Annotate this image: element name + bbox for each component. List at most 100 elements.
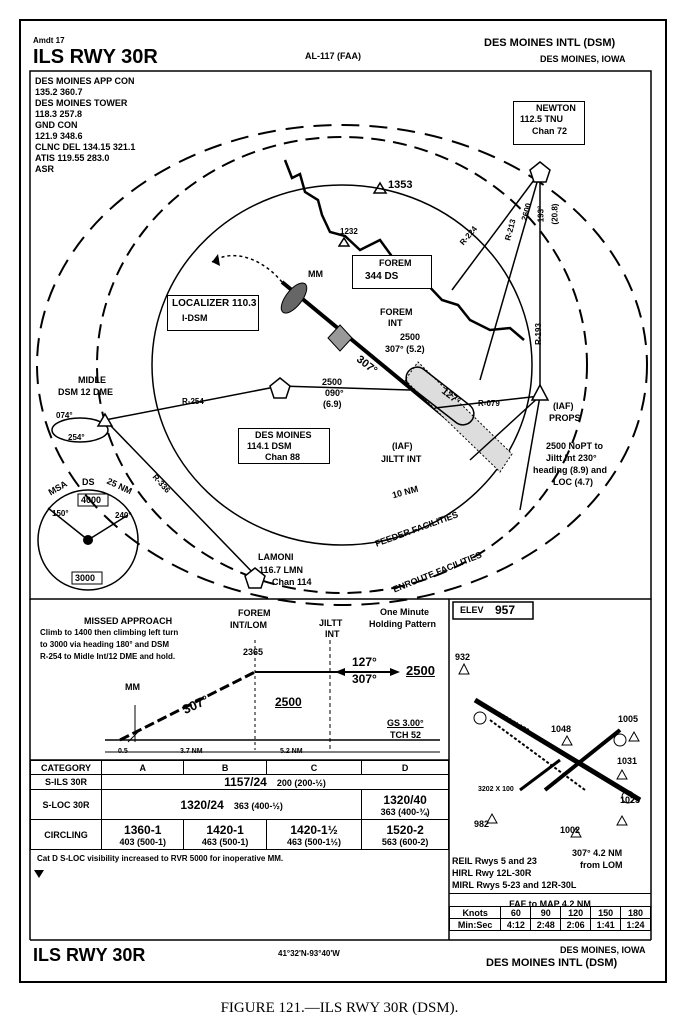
comm-line: 118.3 257.8 [35, 109, 83, 119]
profile-alt-2500-right: 2500 [406, 663, 435, 678]
procedure-id: AL-117 (FAA) [305, 51, 362, 61]
newton-vortac-symbol [529, 161, 551, 183]
knots-90: 90 [530, 906, 562, 919]
newton-freq: 112.5 TNU [520, 114, 564, 124]
circ-c: 1420-1½ [290, 822, 338, 837]
radial-193: R-193 [533, 323, 543, 345]
missed-text-3: R-254 to Midle Int/12 DME and hold. [40, 652, 176, 661]
elev-1005: 1005 [618, 714, 639, 724]
lighting-1: REIL Rwys 5 and 23 [452, 856, 537, 866]
minimums-note: Cat D S-LOC visibility increased to RVR … [37, 854, 284, 863]
time-180: 1:24 [620, 918, 651, 931]
comm-line: GND CON [35, 120, 78, 130]
loc-d-minimum: 1320/40 [383, 792, 427, 807]
missed-text-1: Climb to 1400 then climbing left turn [40, 628, 179, 637]
elev-1025: 1025 [620, 795, 641, 805]
profile-jiltt-int: INT [325, 629, 340, 639]
route-alt: 2500 [322, 377, 343, 387]
footer-airport: DES MOINES INTL (DSM) [486, 957, 618, 969]
forem-int-label: FOREM [380, 307, 413, 317]
lom-note-1: 307° 4.2 NM [572, 848, 623, 858]
profile-course-307-out: 307° [352, 672, 377, 686]
hdg-193: 193° [536, 205, 546, 223]
jiltt-iaf: (IAF) [392, 441, 413, 451]
props-note-1: 2500 NoPT to [546, 441, 604, 451]
middle-marker-symbol [280, 282, 308, 314]
lamoni-chan: Chan 114 [272, 577, 312, 587]
dist-0-5: 0.5 [118, 748, 128, 755]
time-label: Min:Sec [448, 918, 502, 931]
comm-line: DES MOINES TOWER [35, 98, 128, 108]
dist-5-2: 5.2 NM [280, 748, 303, 755]
city-state: DES MOINES, IOWA [540, 54, 626, 64]
time-90: 2:48 [530, 918, 562, 931]
cat-c: C [265, 760, 363, 775]
chart-title: ILS RWY 30R [33, 46, 158, 68]
mm-label: MM [308, 269, 323, 279]
elev-1048: 1048 [551, 724, 572, 734]
dist-208: (20.8) [550, 203, 560, 225]
amendment: Amdt 17 [33, 36, 65, 45]
newton-name: NEWTON [536, 103, 576, 113]
time-150: 1:41 [590, 918, 622, 931]
lighting-3: MIRL Rwys 5-23 and 12R-30L [452, 880, 577, 890]
des-moines-vortac-symbol [269, 377, 291, 399]
cat-header: CATEGORY [30, 760, 102, 775]
route-course: 090° [325, 388, 344, 398]
footer-city: DES MOINES, IOWA [560, 945, 646, 955]
dsm-name: DES MOINES [255, 430, 312, 440]
forem-name: FOREM [379, 258, 412, 268]
figure-caption: FIGURE 121.—ILS RWY 30R (DSM). [220, 1000, 459, 1016]
loc-d-hat: 363 (400-¾) [380, 806, 430, 817]
circ-d: 1520-2 [386, 822, 424, 837]
dsm-freq: 114.1 DSM [247, 441, 292, 451]
knots-180: 180 [620, 906, 651, 919]
elev-value: 957 [495, 603, 516, 617]
msa-alt-north: 4000 [81, 495, 102, 505]
rwy-3202: 3202 X 100 [478, 786, 514, 793]
loc-label: S-LOC 30R [30, 789, 102, 820]
cat-d: D [361, 760, 449, 775]
circ-b: 1420-1 [206, 822, 244, 837]
profile-alt-2365: 2365 [243, 647, 264, 657]
forem-ndb-box: FOREM 344 DS [352, 255, 432, 289]
obstacle-1353-icon [372, 181, 388, 194]
props-iaf: (IAF) [553, 401, 574, 411]
des-moines-vortac-box: DES MOINES 114.1 DSM Chan 88 [238, 428, 330, 464]
footer-title: ILS RWY 30R [33, 945, 146, 965]
knots-150: 150 [590, 906, 622, 919]
midle-name: MIDLE [78, 375, 106, 385]
msa-alt-south: 3000 [75, 573, 96, 583]
lighting-2: HIRL Rwy 12L-30R [452, 868, 532, 878]
elev-982: 982 [474, 819, 490, 829]
ils-hat: 200 (200-½) [276, 778, 326, 788]
circ-a-sub: 403 (500-1) [119, 836, 166, 847]
circ-b-sub: 463 (500-1) [201, 836, 249, 847]
knots-120: 120 [560, 906, 592, 919]
footer-coords: 41°32'N-93°40'W [278, 949, 340, 958]
newton-vortac-box: NEWTON 112.5 TNU Chan 72 [513, 101, 585, 145]
timing-table: Knots 60 90 120 150 180 Min:Sec 4:12 2:4… [448, 906, 651, 931]
faf-map-header: FAF to MAP 4.2 NM [449, 893, 651, 909]
elev-1002: 1002 [560, 825, 581, 835]
msa-bearing-240: 240° [115, 511, 132, 520]
loc-minimum: 1320/24 [180, 797, 224, 812]
radial-079: R-079 [478, 399, 500, 408]
cat-a: A [100, 760, 185, 775]
comm-line: CLNC DEL 134.15 321.1 [35, 142, 136, 152]
elevation-1353: 1353 [388, 179, 413, 191]
elevation-1232: 1232 [340, 227, 358, 236]
route-dist: (6.9) [323, 399, 342, 409]
circ-d-sub: 563 (600-2) [381, 836, 429, 847]
cat-b: B [183, 760, 267, 775]
comm-line: 121.9 348.6 [35, 131, 83, 141]
props-note-2: Jiltt Int 230° [546, 453, 597, 463]
newton-chan: Chan 72 [532, 126, 568, 136]
minimums-table: CATEGORY A B C D S-ILS 30R 1157/24 200 (… [30, 760, 449, 850]
knots-label: Knots [448, 906, 502, 919]
knots-60: 60 [500, 906, 532, 919]
hdg-074: 074° [56, 411, 73, 420]
hdg-254: 254° [68, 433, 85, 442]
circling-label: CIRCLING [30, 819, 102, 850]
time-60: 4:12 [500, 918, 532, 931]
